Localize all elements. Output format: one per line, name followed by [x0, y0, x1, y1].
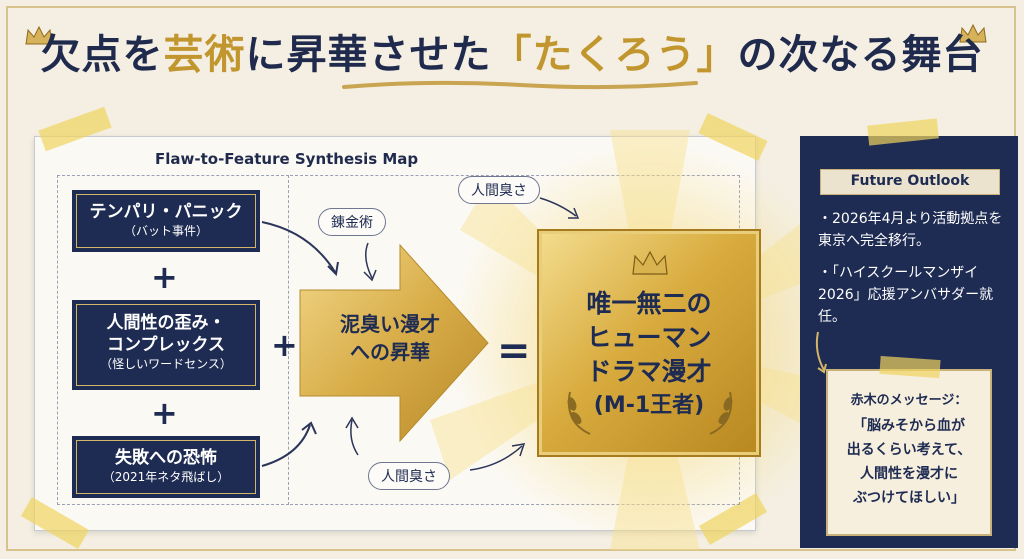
flaw-main: テンパリ・パニック: [89, 202, 243, 222]
page-headline: 欠点を芸術に昇華させた「たくろう」の次なる舞台: [0, 22, 1024, 80]
message-line: ぶつけてほしい」: [853, 490, 965, 506]
headline-part: の次なる舞台: [737, 32, 984, 78]
pointer-arrow: [815, 331, 827, 374]
brush-underline: [342, 80, 698, 90]
label-alchemy: 錬金術: [318, 208, 386, 236]
connector-arrow: [539, 197, 577, 217]
result-text: 唯一無二の ヒューマン ドラマ漫才 (M-1王者): [537, 287, 761, 423]
connector-arrow: [350, 419, 359, 456]
connector-arrow: [469, 445, 523, 471]
process-line: 泥臭い漫才: [340, 312, 440, 336]
flaw-sub: （怪しいワードセンス）: [100, 357, 232, 371]
crown-icon: [959, 23, 987, 43]
headline-part: 欠点を: [40, 32, 164, 78]
flaw-main: 失敗への恐怖: [115, 448, 217, 468]
crown-icon: [25, 25, 53, 45]
message-title: 赤木のメッセージ：: [850, 393, 968, 408]
outlook-bullet: ・「ハイスクールマンザイ2026」応援アンバサダー就任。: [818, 265, 994, 325]
connector-arrow: [261, 221, 336, 273]
flaw-box-fear: 失敗への恐怖 （2021年ネタ飛ばし）: [72, 436, 260, 498]
headline-highlight: 「たくろう」: [491, 32, 738, 78]
equals-sign: =: [497, 328, 531, 374]
flaw-box-panic: テンパリ・パニック （バット事件）: [72, 190, 260, 252]
plus-sign: +: [151, 394, 178, 432]
process-arrow: [299, 243, 489, 443]
crown-icon: [632, 250, 668, 275]
laurel-icon: [567, 391, 733, 435]
result-line: ヒューマン: [586, 323, 712, 352]
result-line: 唯一無二の: [586, 289, 712, 318]
connector-arrow: [261, 424, 311, 467]
process-line: への昇華: [350, 340, 430, 364]
outlook-bullet: ・2026年4月より活動拠点を東京へ完全移行。: [818, 211, 1003, 249]
message-box: [826, 369, 992, 536]
plus-sign: +: [151, 258, 178, 296]
headline-part: に昇華させた: [245, 32, 492, 78]
result-line: (M-1王者): [593, 393, 705, 418]
flaw-sub: （2021年ネタ飛ばし）: [102, 470, 230, 484]
future-outlook-label: Future Outlook: [820, 169, 1000, 195]
message-text: 「脳みそから血が 出るくらい考えて、 人間性を漫才に ぶつけてほしい」: [826, 414, 992, 510]
message-line: 「脳みそから血が: [853, 418, 965, 434]
label-human-bottom: 人間臭さ: [368, 462, 450, 490]
message-line: 出るくらい考えて、: [846, 442, 972, 458]
flaw-main: コンプレックス: [107, 335, 225, 355]
message-line: 人間性を漫才に: [860, 466, 958, 482]
result-line: ドラマ漫才: [586, 357, 712, 386]
flaw-box-complex: 人間性の歪み・ コンプレックス （怪しいワードセンス）: [72, 300, 260, 390]
flaw-sub: （バット事件）: [123, 224, 208, 238]
map-title: Flaw-to-Feature Synthesis Map: [155, 150, 419, 168]
label-human-top: 人間臭さ: [458, 176, 540, 204]
headline-highlight: 芸術: [163, 32, 246, 78]
connector-arrow: [365, 242, 373, 279]
flaws-group: [57, 175, 289, 505]
plus-sign: +: [271, 326, 298, 364]
process-label: 泥臭い漫才 への昇華: [315, 310, 465, 366]
flaw-main: 人間性の歪み・: [106, 313, 226, 333]
